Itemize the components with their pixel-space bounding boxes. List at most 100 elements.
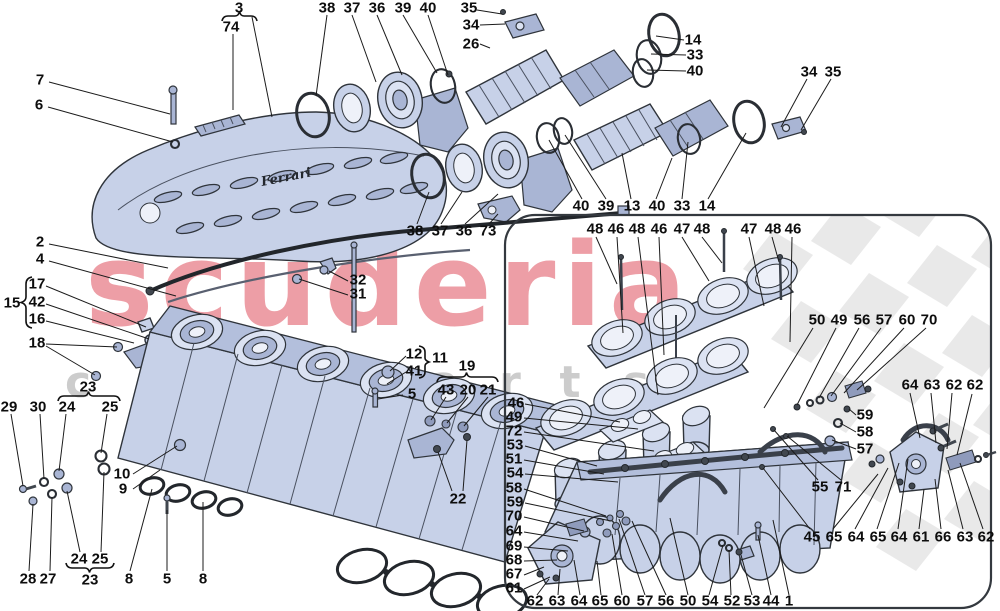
- leader-line: [655, 157, 673, 200]
- leader-line: [45, 285, 147, 328]
- part-callout-5: 5: [163, 571, 171, 588]
- part-callout-73: 73: [480, 223, 497, 240]
- checker-diamond: [944, 481, 991, 543]
- part-callout-46: 46: [508, 395, 525, 412]
- part-callout-38: 38: [407, 223, 424, 240]
- seal-hardware-cluster: [759, 380, 872, 470]
- leader-line: [548, 139, 583, 200]
- leader-line: [832, 473, 879, 530]
- part-callout-62: 62: [946, 377, 963, 394]
- leader-line: [771, 236, 780, 263]
- leader-line: [49, 496, 53, 572]
- leader-line: [416, 191, 430, 225]
- leader-line: [854, 467, 889, 530]
- part-callout-48: 48: [629, 221, 646, 238]
- leader-line: [10, 413, 24, 487]
- part-callout-24: 24: [59, 399, 76, 416]
- leader-line: [523, 516, 585, 532]
- bracket-19: [407, 427, 455, 459]
- leader-line: [476, 9, 503, 15]
- part-callout-67: 67: [506, 566, 523, 583]
- leader-line: [708, 544, 724, 596]
- leader-line: [129, 488, 153, 572]
- part-callout-35: 35: [825, 64, 842, 81]
- leader-line: [536, 578, 550, 596]
- screw-35-lower: [801, 129, 807, 135]
- part-callout-25: 25: [102, 399, 119, 416]
- part-callout-17: 17: [29, 276, 46, 293]
- part-callout-40: 40: [420, 0, 437, 17]
- leader-line: [681, 236, 710, 282]
- leader-line: [523, 546, 569, 552]
- throttle-body-36: [377, 71, 469, 153]
- part-callout-44: 44: [763, 593, 780, 610]
- checker-diamond: [771, 301, 841, 363]
- leader-line: [728, 549, 732, 596]
- checker-diamond: [876, 509, 946, 571]
- leader-line: [446, 396, 469, 424]
- leader-line: [251, 16, 273, 118]
- ring-39c: [552, 117, 574, 145]
- leader-line: [45, 320, 135, 344]
- part-callout-11: 11: [432, 350, 448, 367]
- sleeve-upper: [559, 49, 635, 107]
- leader-line: [848, 408, 857, 416]
- leader-line: [100, 413, 108, 454]
- part-callout-51: 51: [506, 451, 523, 468]
- cover-bolt: [170, 91, 177, 125]
- part-callout-64: 64: [902, 377, 919, 394]
- leader-line: [523, 431, 655, 452]
- part-callout-59: 59: [857, 407, 874, 424]
- leader-line: [523, 488, 607, 517]
- part-callout-13: 13: [624, 198, 641, 215]
- o-ring-38: [295, 91, 331, 139]
- leader-line: [637, 236, 659, 396]
- coolant-hose-left: [657, 472, 728, 503]
- leader-line: [843, 327, 905, 394]
- part-callout-70: 70: [921, 312, 938, 329]
- part-callout-63: 63: [924, 377, 941, 394]
- leader-line: [462, 439, 468, 492]
- leader-line: [524, 473, 619, 483]
- sensor-34-upper: [500, 9, 545, 39]
- part-callout-9: 9: [119, 481, 127, 498]
- part-callout-60: 60: [899, 312, 916, 329]
- part-callout-40: 40: [649, 198, 666, 215]
- part-callout-43: 43: [438, 382, 455, 399]
- part-callout-64: 64: [571, 593, 588, 610]
- leader-line: [463, 396, 489, 427]
- leader-line: [621, 152, 632, 200]
- leader-line: [650, 53, 687, 56]
- leader-line: [48, 81, 171, 115]
- checker-diamond: [973, 387, 991, 449]
- leader-line: [100, 471, 105, 553]
- clamp-40c: [535, 122, 561, 154]
- leader-line: [386, 371, 407, 385]
- part-callout-39: 39: [395, 0, 412, 17]
- part-callout-19: 19: [459, 358, 476, 375]
- leader-line: [479, 43, 491, 49]
- left-pump-assembly: [527, 509, 631, 585]
- leader-line: [618, 518, 646, 596]
- part-callout-36: 36: [456, 223, 473, 240]
- leader-line: [831, 439, 857, 450]
- leader-line: [48, 260, 177, 297]
- part-callout-50: 50: [809, 312, 826, 329]
- leader-line: [773, 429, 819, 481]
- part-callout-56: 56: [658, 593, 675, 610]
- leader-line: [748, 236, 765, 307]
- bellows-hose-13: [573, 103, 670, 171]
- part-callout-65: 65: [826, 529, 843, 546]
- leader-line: [402, 14, 438, 74]
- leader-line: [58, 413, 67, 472]
- part-callout-30: 30: [30, 399, 47, 416]
- leader-line: [488, 213, 499, 225]
- part-callout-28: 28: [20, 571, 37, 588]
- part-callout-26: 26: [463, 36, 480, 53]
- bolt-22b: [463, 433, 471, 441]
- part-callout-33: 33: [687, 47, 704, 64]
- leader-line: [328, 270, 349, 282]
- o-ring-14b: [732, 99, 766, 145]
- sleeve-lower: [654, 99, 729, 157]
- part-callout-23: 23: [80, 379, 97, 396]
